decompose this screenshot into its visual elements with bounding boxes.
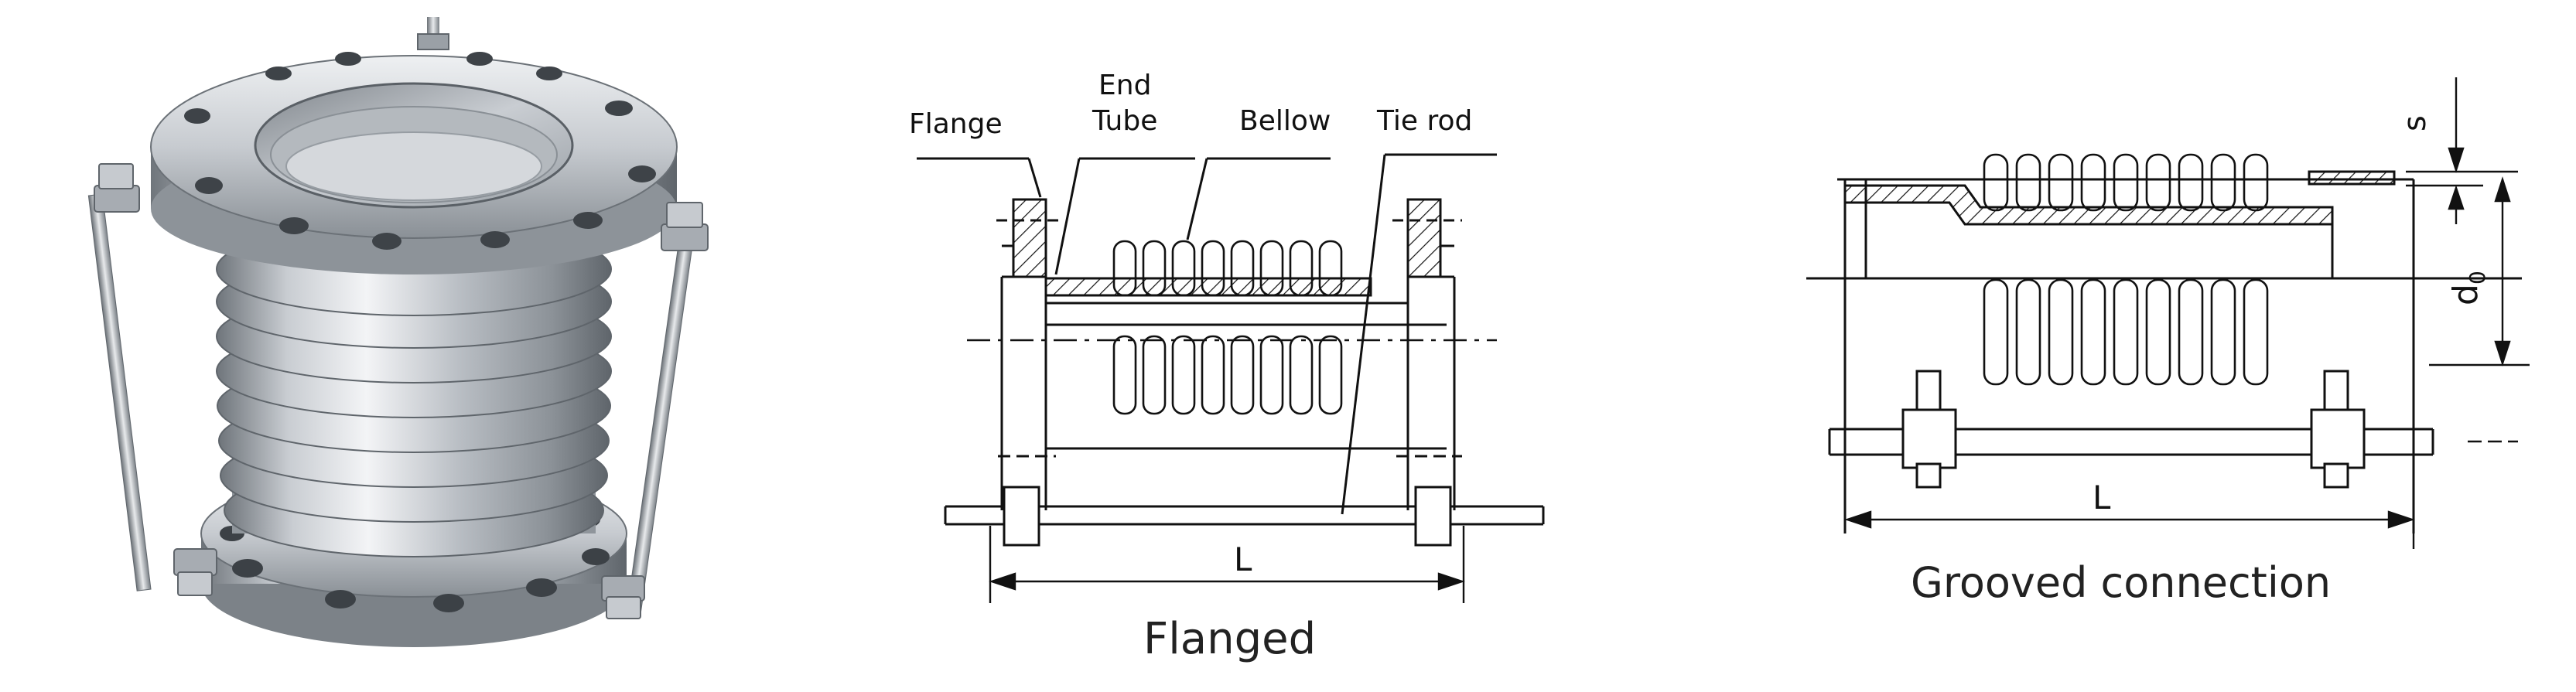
left-flange — [996, 198, 1064, 510]
flanged-labels: Flange End Tube Bellow Tie rod L Flanged — [909, 70, 1472, 664]
caption-grooved-connection: Grooved connection — [1911, 558, 2331, 607]
tie-rod-left — [87, 163, 217, 596]
inner-diameter-dimension — [2429, 176, 2530, 366]
grooved-tie-rod — [1828, 370, 2518, 489]
flanged-diagram — [917, 153, 1545, 603]
label-end-tube-line1: End — [1098, 70, 1151, 101]
bellows-convolutions — [216, 222, 612, 557]
grooved-tube-body — [1837, 170, 2415, 533]
right-flange — [1392, 198, 1462, 510]
grooved-bottom-convolutions — [1983, 278, 2269, 386]
label-wall-thickness-s: s — [2397, 115, 2433, 131]
label-grooved-length: L — [2093, 479, 2111, 516]
label-bellow: Bellow — [1239, 105, 1331, 137]
label-flanged-length: L — [1234, 540, 1252, 578]
grooved-top-convolutions — [1983, 153, 2269, 212]
label-inner-diameter-subscript: 0 — [2465, 271, 2490, 285]
tie-rod-right — [601, 202, 709, 619]
grooved-labels: s d 0 L Grooved connection — [1911, 115, 2490, 607]
wall-thickness-dimension — [2406, 77, 2518, 224]
label-tie-rod: Tie rod — [1376, 105, 1472, 137]
grooved-diagram — [1806, 77, 2530, 549]
label-inner-diameter-d: d — [2446, 284, 2485, 305]
bellow-convolutions — [1112, 240, 1343, 415]
expansion-joint-photo — [87, 17, 709, 647]
flanged-tie-rod — [944, 486, 1545, 547]
label-flange: Flange — [909, 108, 1003, 140]
grooved-length-dimension — [1844, 479, 2415, 549]
caption-flanged: Flanged — [1143, 614, 1316, 664]
top-flange — [150, 17, 678, 274]
end-tube — [1044, 277, 1447, 450]
flanged-length-dimension — [989, 526, 1465, 603]
label-end-tube-line2: Tube — [1092, 105, 1157, 137]
